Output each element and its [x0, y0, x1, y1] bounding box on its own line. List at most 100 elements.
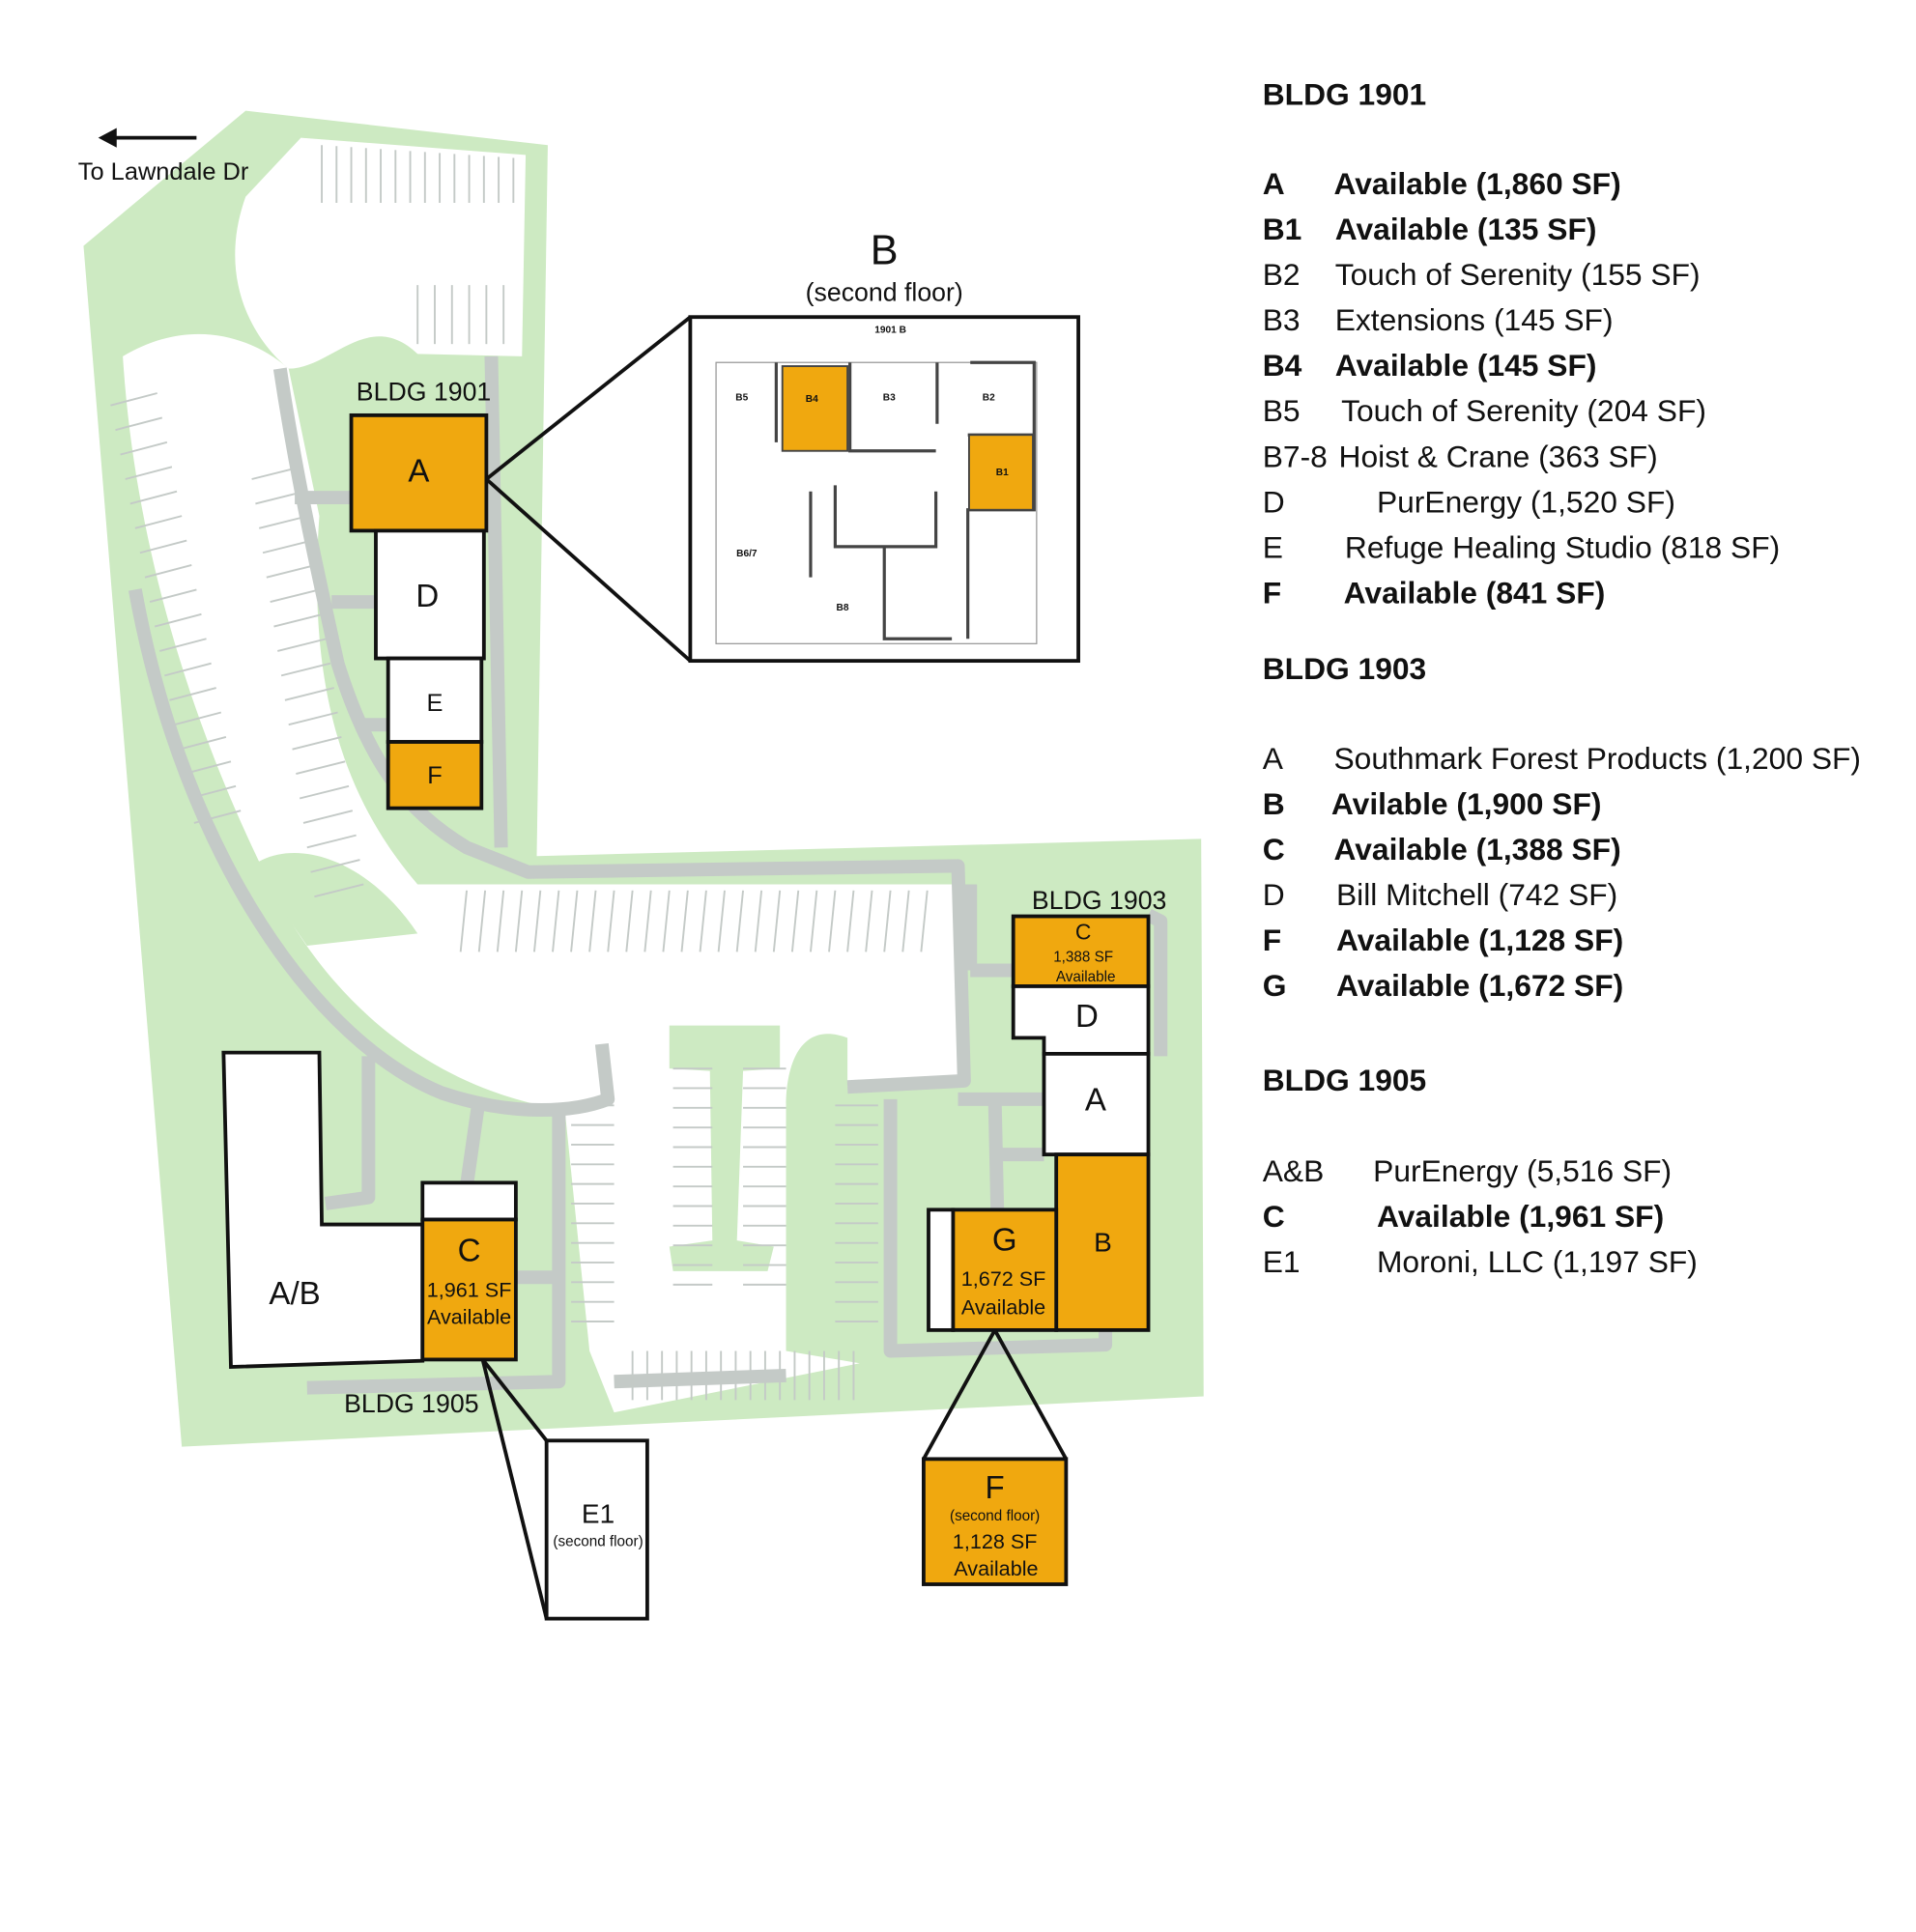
legend-building-title: BLDG 1901 — [1263, 76, 1426, 111]
bldg-1905-label: BLDG 1905 — [344, 1389, 478, 1418]
direction-arrow: To Lawndale Dr — [78, 128, 249, 185]
parking-stripe — [174, 711, 222, 726]
walkways — [128, 355, 1168, 1395]
parking-stripe — [270, 588, 320, 604]
parking-stripe — [159, 638, 207, 652]
unit-label: F — [986, 1470, 1005, 1506]
parking-stripe — [865, 890, 873, 952]
unit-label: B — [1094, 1228, 1112, 1258]
unit-label: C — [458, 1234, 481, 1269]
legend-unit: A&B — [1263, 1153, 1325, 1188]
unit-1903-f[interactable] — [922, 1457, 1069, 1586]
building-1903 — [922, 914, 1151, 1586]
room-label: B8 — [837, 603, 849, 613]
parking-stripe — [125, 466, 173, 480]
parking-stripe — [920, 890, 929, 952]
room-label: B2 — [983, 393, 995, 404]
unit-status: Available — [954, 1556, 1038, 1580]
parking-stripe — [625, 890, 634, 952]
building-1901 — [349, 315, 692, 810]
unit-label: F — [427, 762, 443, 789]
legend-tenant: Available (1,961 SF) — [1377, 1199, 1664, 1234]
legend-unit: E1 — [1263, 1244, 1301, 1279]
legend-unit: G — [1263, 968, 1287, 1003]
unit-floor: (second floor) — [950, 1508, 1040, 1524]
building-1905 — [221, 1050, 649, 1621]
unit-1903-a[interactable] — [1042, 1051, 1151, 1157]
parking-stripe — [288, 711, 338, 726]
legend-unit: B1 — [1263, 212, 1302, 246]
unit-1901-f[interactable] — [386, 740, 484, 810]
room-label: B6/7 — [736, 549, 758, 559]
parking-stripe — [662, 890, 671, 952]
parking-stripe — [284, 687, 334, 701]
unit-size: 1,128 SF — [953, 1529, 1038, 1553]
unit-status: Available — [427, 1305, 511, 1329]
parking-stripe — [680, 890, 689, 952]
parking-stripe — [496, 890, 505, 952]
unit-1903-b[interactable] — [1054, 1152, 1151, 1332]
parking-stripe — [164, 662, 212, 677]
legend-building-title: BLDG 1905 — [1263, 1063, 1426, 1097]
unit-label: E1 — [582, 1498, 615, 1528]
parking-stripe — [296, 760, 346, 775]
unit-1905-c[interactable] — [420, 1217, 518, 1362]
legend-unit: F — [1263, 923, 1281, 957]
parking-stripe — [772, 890, 782, 952]
parking-stripe — [810, 890, 818, 952]
parking-stripe — [310, 859, 360, 873]
room-b4[interactable] — [781, 365, 849, 452]
legend-unit: B7-8 — [1263, 439, 1328, 473]
legend-tenant: Extensions (145 SF) — [1335, 302, 1614, 337]
parking-stripe — [258, 515, 309, 529]
parking-stripe — [314, 883, 364, 898]
parking-stripe — [179, 736, 227, 751]
parking-stripe — [110, 392, 157, 407]
inset-subtitle: (second floor) — [806, 278, 963, 307]
parking-stripe — [144, 564, 192, 579]
parking-stripe — [533, 890, 542, 952]
room-label: B5 — [735, 393, 748, 404]
legend-unit: B4 — [1263, 348, 1302, 383]
parking-stripe — [302, 810, 354, 824]
parking-stripe — [255, 490, 305, 505]
parking-stripe — [754, 890, 763, 952]
unit-1903-g[interactable] — [951, 1208, 1059, 1332]
parking-stripe — [552, 890, 560, 952]
parking-stripe — [699, 890, 707, 952]
parking-stripe — [184, 760, 232, 775]
legend-unit: C — [1263, 832, 1285, 867]
parking-stripe — [115, 416, 163, 432]
legend-tenant: Touch of Serenity (155 SF) — [1335, 257, 1701, 292]
unit-label: E — [427, 690, 443, 717]
parking-stripe — [193, 810, 242, 824]
unit-label: A — [1085, 1082, 1106, 1118]
parking-stripes — [110, 145, 929, 1401]
legend-tenant: Hoist & Crane (363 SF) — [1339, 439, 1658, 473]
unit-status: Available — [961, 1294, 1045, 1319]
legend-tenant: Available (1,672 SF) — [1336, 968, 1623, 1003]
parking-stripe — [266, 564, 316, 579]
parking-stripe — [846, 890, 855, 952]
parking-stripe — [277, 638, 328, 652]
legend-tenant: Available (1,388 SF) — [1333, 832, 1620, 867]
parking-stripe — [790, 890, 800, 952]
unit-floor: (second floor) — [553, 1534, 643, 1550]
unit-label: D — [1075, 999, 1099, 1035]
parking-stripe — [828, 890, 837, 952]
unit-1905-e1[interactable] — [544, 1438, 649, 1621]
parking-stripe — [514, 890, 524, 952]
legend-tenant: Touch of Serenity (204 SF) — [1341, 393, 1706, 428]
legend-unit: B3 — [1263, 302, 1301, 337]
parking-stripe — [129, 490, 178, 505]
parking-stripe — [149, 588, 197, 604]
legend-tenant: Avilable (1,900 SF) — [1331, 786, 1602, 821]
legend-tenant: Refuge Healing Studio (818 SF) — [1345, 529, 1780, 564]
unit-label: D — [415, 579, 439, 614]
legend-tenant: PurEnergy (5,516 SF) — [1373, 1153, 1672, 1188]
room-b1[interactable] — [967, 434, 1034, 511]
parking-stripe — [188, 784, 237, 800]
parking-lots — [123, 137, 971, 1413]
